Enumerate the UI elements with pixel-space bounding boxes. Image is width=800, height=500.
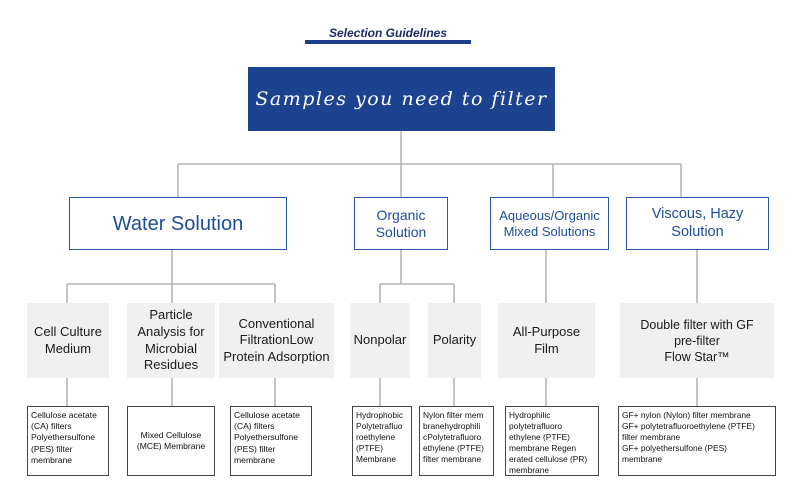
sub-label: Cell Culture Medium (34, 323, 102, 356)
leaf-particle-filters: Mixed Cellulose (MCE) Membrane (127, 406, 215, 476)
sub-label: All-Purpose Film (512, 323, 581, 356)
leaf-all-purpose-filters: Hydrophilic polytetrafluoro ethylene (PT… (505, 406, 599, 476)
leaf-conventional-filters: Cellulose acetate (CA) filters Polyether… (230, 406, 312, 476)
leaf-text: Hydrophobic Polytetrafluo roethylene (PT… (356, 410, 404, 464)
leaf-text: Hydrophilic polytetrafluoro ethylene (PT… (509, 410, 588, 475)
sub-label: Nonpolar (353, 332, 407, 348)
category-label: Viscous, Hazy Solution (651, 206, 744, 240)
sub-polarity: Polarity (428, 303, 481, 378)
leaf-text: GF+ nylon (Nylon) filter membrane GF+ po… (622, 410, 755, 464)
leaf-cell-culture-filters: Cellulose acetate (CA) filters Polyether… (27, 406, 109, 476)
category-label: Aqueous/Organic Mixed Solutions (499, 207, 600, 239)
category-viscous-hazy: Viscous, Hazy Solution (626, 197, 769, 250)
leaf-nonpolar-filters: Hydrophobic Polytetrafluo roethylene (PT… (352, 406, 412, 476)
leaf-text: Nylon filter mem branehydrophili cPolyte… (423, 410, 484, 464)
sub-label: Polarity (432, 332, 477, 348)
sub-nonpolar: Nonpolar (350, 303, 410, 378)
category-water-solution: Water Solution (69, 197, 287, 250)
page-heading: Selection Guidelines (328, 26, 448, 40)
leaf-text: Cellulose acetate (CA) filters Polyether… (234, 410, 300, 465)
sub-double-filter: Double filter with GF pre-filter Flow St… (620, 303, 774, 378)
root-node: Samples you need to filter (248, 67, 555, 131)
sub-cell-culture-medium: Cell Culture Medium (27, 303, 109, 378)
category-label: Organic Solution (375, 206, 427, 240)
category-aqueous-organic: Aqueous/Organic Mixed Solutions (490, 197, 609, 250)
sub-label: Double filter with GF pre-filter Flow St… (640, 317, 754, 364)
heading-underline (305, 40, 471, 44)
sub-all-purpose-film: All-Purpose Film (498, 303, 595, 378)
leaf-polarity-filters: Nylon filter mem branehydrophili cPolyte… (419, 406, 494, 476)
leaf-text: Cellulose acetate (CA) filters Polyether… (31, 410, 97, 465)
sub-label: Particle Analysis for Microbial Residues (137, 307, 205, 373)
category-label: Water Solution (112, 212, 244, 235)
category-organic-solution: Organic Solution (354, 197, 448, 250)
sub-label: Conventional FiltrationLow Protein Adsor… (223, 315, 330, 364)
sub-conventional-filtration: Conventional FiltrationLow Protein Adsor… (219, 303, 334, 378)
leaf-text: Mixed Cellulose (MCE) Membrane (136, 429, 206, 451)
sub-particle-analysis: Particle Analysis for Microbial Residues (127, 303, 215, 378)
leaf-double-filter-filters: GF+ nylon (Nylon) filter membrane GF+ po… (618, 406, 776, 476)
